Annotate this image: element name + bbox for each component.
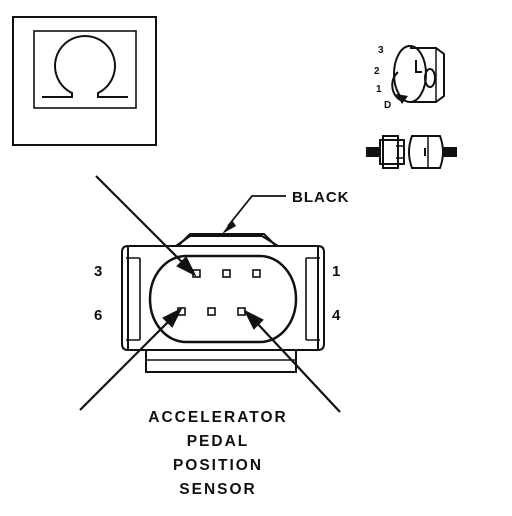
key-label-d: D — [384, 100, 391, 111]
pin-label-bottom-right: 4 — [332, 307, 341, 324]
connector-color-label: BLACK — [292, 189, 350, 206]
pin-label-bottom-left: 6 — [94, 307, 102, 324]
title-line-3: POSITION — [173, 457, 263, 474]
pin-cavities — [177, 269, 261, 316]
pin-2 — [222, 269, 231, 278]
pin-1 — [252, 269, 261, 278]
pin-5 — [207, 307, 216, 316]
connector-mating-icon — [366, 135, 457, 169]
terminal-symbol-box — [12, 16, 157, 146]
title-line-4: SENSOR — [179, 481, 256, 498]
key-label-2: 2 — [374, 66, 380, 77]
key-label-1: 1 — [376, 84, 382, 95]
color-callout: BLACK — [222, 189, 350, 234]
omega-icon — [42, 34, 128, 98]
key-position-icon: 3 2 1 D — [374, 45, 445, 111]
pin-4 — [237, 307, 246, 316]
pin-label-top-left: 3 — [94, 263, 102, 280]
title-line-2: PEDAL — [187, 433, 250, 450]
component-title: ACCELERATOR PEDAL POSITION SENSOR — [148, 409, 287, 498]
key-label-3: 3 — [378, 45, 384, 56]
pin-leader-lines — [79, 175, 341, 413]
title-line-1: ACCELERATOR — [148, 409, 287, 426]
connector-body — [121, 233, 325, 373]
pin-label-top-right: 1 — [332, 263, 340, 280]
